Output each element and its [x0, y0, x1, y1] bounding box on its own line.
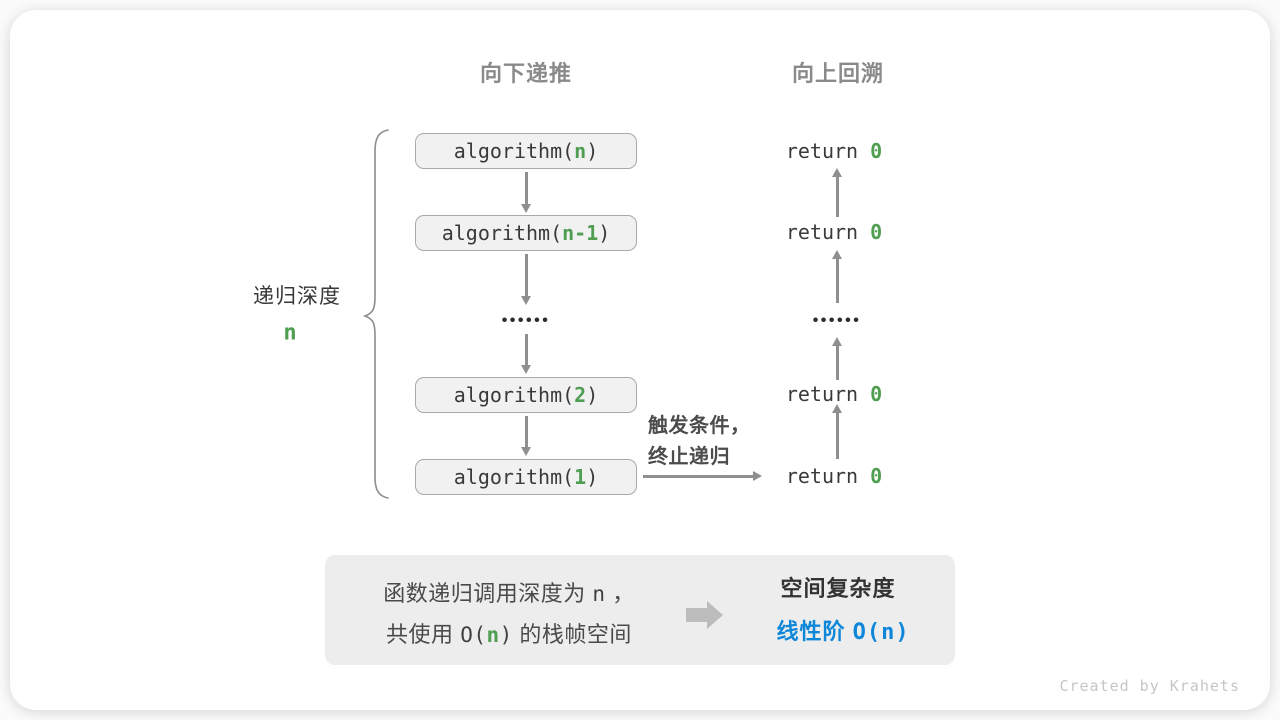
call-text: algorithm(: [453, 139, 575, 163]
ellipsis-left: ••••••: [501, 312, 551, 329]
call-text: algorithm(: [453, 383, 575, 407]
up-arrow-icon: [832, 404, 841, 459]
summary-text: 函数递归调用深度为: [383, 581, 586, 606]
return-statement: return 0: [786, 220, 882, 244]
right-arrow-icon: [643, 471, 762, 480]
call-arg: n-1: [562, 221, 599, 245]
call-text: ): [586, 465, 599, 489]
down-arrow-icon: [521, 334, 530, 374]
return-value: 0: [870, 220, 883, 244]
return-text: return: [785, 382, 871, 406]
summary-text: 共使用: [386, 622, 454, 647]
down-arrow-icon: [521, 254, 530, 305]
call-box-algorithm-n: algorithm(n): [415, 133, 637, 169]
down-arrow-icon: [521, 172, 530, 213]
call-text: ): [598, 221, 611, 245]
return-value: 0: [870, 382, 883, 406]
return-statement: return 0: [786, 139, 882, 163]
return-value: 0: [870, 464, 883, 488]
summary-panel: [325, 555, 955, 665]
up-arrow-icon: [832, 337, 841, 380]
trigger-condition-line1: 触发条件，: [648, 415, 751, 437]
return-statement: return 0: [786, 464, 882, 488]
call-box-algorithm-1: algorithm(1): [415, 459, 637, 495]
implies-arrow-icon: [707, 601, 723, 629]
big-o-open: O(: [460, 623, 487, 647]
down-arrow-icon: [521, 416, 530, 456]
recursion-depth-label: 递归深度: [253, 285, 341, 308]
call-text: algorithm(: [441, 221, 563, 245]
recursion-depth-value: n: [283, 320, 297, 346]
summary-text: ，: [612, 581, 635, 606]
space-complexity-result: 线性阶 O(n): [776, 614, 909, 646]
return-text: return: [785, 139, 871, 163]
call-arg: 1: [574, 465, 587, 489]
return-text: return: [785, 464, 871, 488]
space-complexity-title: 空间复杂度: [780, 576, 896, 601]
summary-left-line2: 共使用 O(n) 的栈帧空间: [386, 617, 632, 649]
call-text: ): [586, 139, 599, 163]
linear-order-label: 线性阶: [776, 619, 846, 644]
summary-left-line1: 函数递归调用深度为 n ，: [383, 576, 634, 608]
call-arg: 2: [574, 383, 587, 407]
call-box-algorithm-2: algorithm(2): [415, 377, 637, 413]
big-o-notation: O(n): [852, 620, 910, 645]
big-o-close: ): [499, 623, 513, 647]
return-text: return: [785, 220, 871, 244]
return-value: 0: [870, 139, 883, 163]
watermark-credit: Created by Krahets: [1059, 677, 1240, 695]
call-box-algorithm-n-1: algorithm(n-1): [415, 215, 637, 251]
summary-var-n: n: [592, 582, 606, 606]
summary-var-n: n: [486, 623, 500, 647]
call-arg: n: [574, 139, 587, 163]
return-statement: return 0: [786, 382, 882, 406]
call-text: algorithm(: [453, 465, 575, 489]
up-arrow-icon: [832, 250, 841, 303]
trigger-condition-line2: 终止递归: [648, 446, 730, 468]
depth-brace: [362, 129, 389, 499]
call-text: ): [586, 383, 599, 407]
summary-text: 的栈帧空间: [519, 622, 632, 647]
header-upward-backtrack: 向上回溯: [791, 61, 885, 86]
up-arrow-icon: [832, 168, 841, 217]
ellipsis-right: ••••••: [812, 312, 862, 329]
implies-arrow-icon: [686, 608, 707, 622]
header-downward-recursion: 向下递推: [479, 61, 573, 86]
